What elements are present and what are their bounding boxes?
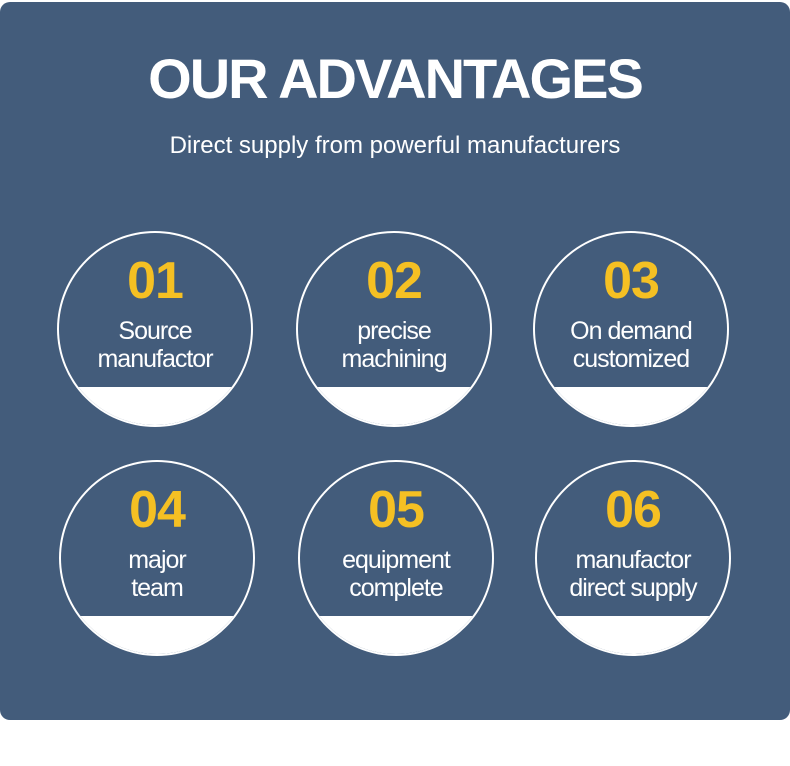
advantage-card-06: 06 manufactor direct supply	[537, 462, 729, 654]
page-subtitle: Direct supply from powerful manufacturer…	[169, 132, 621, 159]
advantage-label: manufactor direct supply	[537, 546, 729, 602]
advantage-label-line1: precise	[357, 317, 432, 345]
advantage-label: major team	[61, 546, 253, 602]
advantage-label-line2: direct supply	[569, 574, 697, 602]
advantage-label: precise machining	[298, 317, 490, 373]
advantage-card-02: 02 precise machining	[298, 233, 490, 425]
advantage-label-line2: manufactor	[97, 345, 213, 373]
circle-base-band	[61, 616, 253, 654]
advantage-label-line1: manufactor	[575, 546, 691, 574]
advantage-label-line1: On demand	[570, 317, 693, 345]
advantage-card-01: 01 Source manufactor	[59, 233, 251, 425]
advantage-card-05: 05 equipment complete	[300, 462, 492, 654]
advantage-number: 04	[129, 481, 186, 539]
advantage-label: equipment complete	[300, 546, 492, 602]
advantage-label-line2: team	[131, 574, 184, 602]
advantage-label-line2: customized	[572, 345, 690, 373]
advantages-panel: OUR ADVANTAGES Direct supply from powerf…	[0, 2, 790, 720]
advantage-number: 03	[603, 252, 660, 310]
circle-base-band	[59, 387, 251, 425]
circle-base-band	[298, 387, 490, 425]
circle-base-band	[535, 387, 727, 425]
advantage-label-line1: equipment	[342, 546, 451, 574]
advantage-card-04: 04 major team	[61, 462, 253, 654]
advantage-card-03: 03 On demand customized	[535, 233, 727, 425]
advantage-label: On demand customized	[535, 317, 727, 373]
advantage-label-line1: Source	[118, 317, 192, 345]
advantage-label-line1: major	[128, 546, 187, 574]
advantage-label: Source manufactor	[59, 317, 251, 373]
advantage-label-line2: complete	[349, 574, 443, 602]
advantage-number: 05	[368, 481, 425, 539]
advantage-number: 06	[605, 481, 662, 539]
advantage-label-line2: machining	[341, 345, 448, 373]
advantage-number: 02	[366, 252, 423, 310]
circle-base-band	[300, 616, 492, 654]
page-title: OUR ADVANTAGES	[148, 47, 644, 110]
advantage-number: 01	[127, 252, 184, 310]
circle-base-band	[537, 616, 729, 654]
